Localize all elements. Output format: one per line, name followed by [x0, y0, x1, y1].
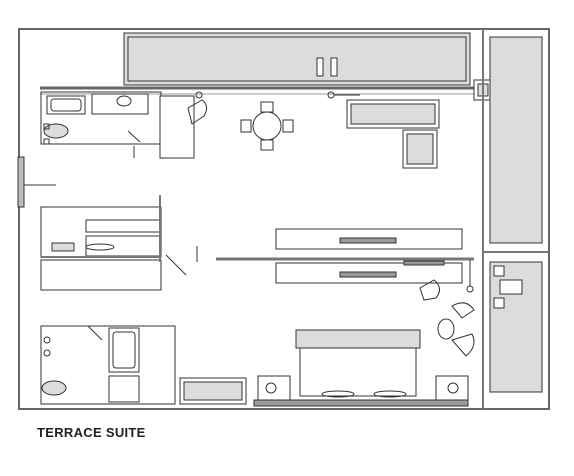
pillow	[321, 390, 355, 398]
nightstand	[435, 375, 469, 405]
top-wardrobe-inner	[127, 36, 467, 82]
door	[165, 254, 187, 276]
terrace-chair	[493, 297, 505, 309]
bench	[85, 219, 161, 233]
partition	[159, 95, 195, 159]
small-box	[43, 123, 50, 130]
dining-chair	[240, 119, 252, 133]
nightstand-lamp	[265, 382, 277, 394]
console-bar	[339, 237, 397, 244]
dining-table	[252, 111, 282, 141]
counter	[91, 93, 149, 115]
nightstand-lamp	[447, 382, 459, 394]
bottom-console-inner	[183, 381, 243, 401]
dining-chair	[260, 101, 274, 113]
console-bar	[339, 271, 397, 278]
door	[87, 325, 103, 341]
bathroom-bottom	[40, 325, 176, 405]
wardrobe-handle	[316, 57, 324, 77]
shower-inner	[112, 331, 136, 369]
closet	[40, 259, 162, 291]
bathtub-inner	[50, 98, 82, 112]
sink-bottom	[43, 349, 51, 357]
bed-base	[253, 399, 469, 407]
shelf	[51, 242, 75, 252]
bath-lower	[108, 375, 140, 403]
lamp	[466, 285, 474, 293]
bed-headboard	[295, 329, 421, 349]
ottoman-inner	[406, 133, 434, 165]
wardrobe-handle	[330, 57, 338, 77]
entry-door	[17, 156, 25, 208]
toilet-bottom	[41, 380, 67, 396]
plan-caption: TERRACE SUITE	[37, 425, 146, 440]
console-strip	[403, 260, 445, 266]
door	[127, 130, 141, 143]
dining-chair	[282, 119, 294, 133]
basin	[85, 243, 115, 251]
small-box	[43, 138, 50, 145]
sink	[116, 95, 132, 107]
terrace-chair	[493, 265, 505, 277]
outer-wall	[18, 28, 550, 410]
lounge-chair	[451, 333, 475, 357]
lounge-chair	[451, 302, 475, 319]
lamp	[195, 91, 203, 99]
lounge-seat	[437, 318, 455, 340]
sofa-cushion	[350, 103, 436, 125]
pillow	[373, 390, 407, 398]
shower	[108, 327, 140, 373]
lamp	[327, 91, 335, 99]
dining-chair	[260, 139, 274, 151]
chair	[419, 279, 440, 301]
terrace-table	[499, 279, 523, 295]
sink-bottom	[43, 336, 51, 344]
bathtub	[46, 95, 86, 115]
counter	[85, 235, 161, 257]
chair	[187, 99, 208, 125]
toilet-top	[43, 123, 69, 139]
terrace-planter-top	[489, 36, 543, 244]
